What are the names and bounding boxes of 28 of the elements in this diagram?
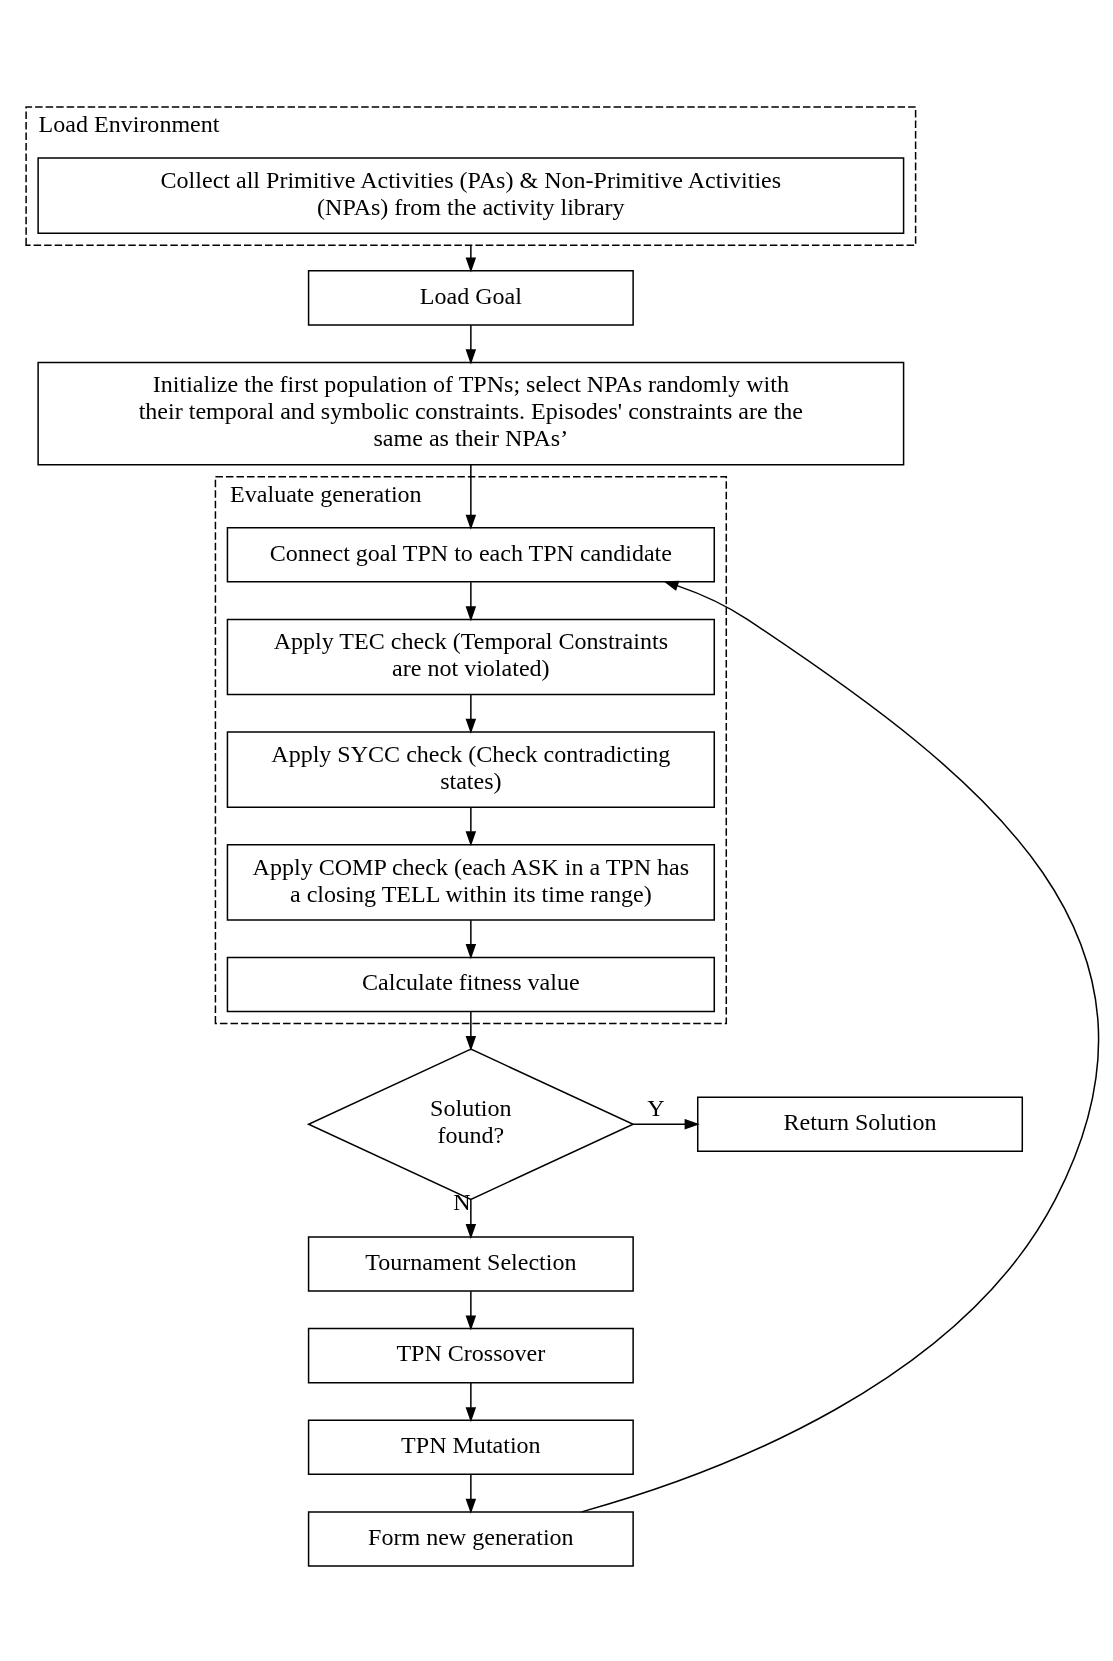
arrow: [465, 1382, 477, 1423]
node-box: Connect goal TPN to each TPN candidate: [226, 527, 715, 583]
node-box: TPN Crossover: [307, 1327, 634, 1384]
node-box: Collect all Primitive Activities (PAs) & Non-Primitive Activities (NPAs) from the activity library: [37, 157, 905, 234]
arrow: [465, 1198, 477, 1240]
arrow: [465, 1011, 477, 1051]
arrow: [465, 806, 477, 847]
arrow: [580, 580, 1099, 1513]
arrow: [465, 1473, 477, 1514]
arrow: [465, 581, 477, 622]
node-box: Tournament Selection: [307, 1236, 634, 1292]
arrow: [465, 244, 477, 273]
node-box: Calculate fitness value: [226, 956, 715, 1013]
arrow: [632, 1119, 700, 1130]
node-box: Apply COMP check (each ASK in a TPN has a closing TELL within its time range): [226, 844, 715, 921]
node-box: Return Solution: [697, 1096, 1024, 1153]
edge-label: Y: [647, 1095, 665, 1122]
node-box: Apply SYCC check (Check contradicting states): [226, 731, 715, 808]
node-box: Initialize the first population of TPNs; select NPAs randomly with their temporal and symbolic constraints. Episodes' constraints are the same as their NPAs’: [37, 361, 905, 466]
arrow: [465, 1290, 477, 1331]
arrow: [465, 919, 477, 960]
node-box: Form new generation: [307, 1511, 634, 1567]
arrow: [465, 694, 477, 734]
node-box: TPN Mutation: [307, 1419, 634, 1476]
arrow: [465, 464, 477, 530]
node-box: Apply TEC check (Temporal Constraints are not violated): [226, 618, 715, 696]
arrow: [465, 324, 477, 365]
node-box: Load Goal: [307, 270, 634, 326]
